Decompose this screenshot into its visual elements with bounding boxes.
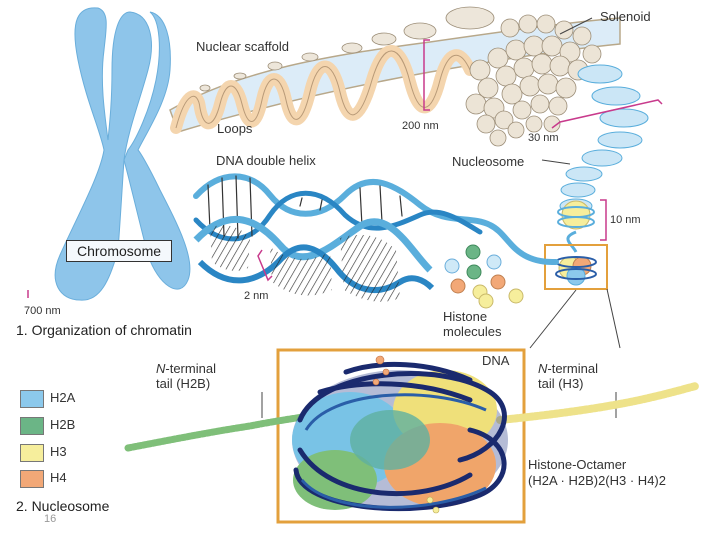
label-chromosome: Chromosome — [66, 240, 172, 262]
label-30nm: 30 nm — [528, 132, 559, 144]
legend-label-h4: H4 — [50, 470, 67, 485]
scale-brackets — [27, 39, 663, 298]
h3-tail — [496, 382, 700, 424]
solenoid-beads — [465, 14, 602, 147]
section1-title: 1. Organization of chromatin — [16, 322, 192, 338]
legend-swatch-h3 — [20, 444, 44, 462]
label-histone-molecules-2: molecules — [443, 324, 502, 339]
dna-helix-zoom — [193, 216, 435, 302]
legend-label-h2b: H2B — [50, 417, 76, 432]
histone-molecules — [444, 244, 524, 309]
nucleosome-core — [292, 355, 508, 514]
legend-item-h3: H3 — [20, 444, 140, 464]
legend-label-h2a: H2A — [50, 390, 76, 405]
legend-swatch-h4 — [20, 470, 44, 488]
label-loops: Loops — [217, 121, 253, 136]
n-terminal-h3-rest: -terminal — [547, 361, 598, 376]
ten-nm-fiber — [557, 200, 595, 253]
scaffold-beads — [199, 6, 495, 92]
label-n-terminal-h2b-1: N-terminal — [156, 361, 216, 376]
label-200nm: 200 nm — [402, 120, 439, 132]
label-nucleosome-upper: Nucleosome — [452, 154, 525, 169]
nucleosome-small — [555, 256, 597, 286]
n-terminal-h2b-rest: -terminal — [165, 361, 216, 376]
label-10nm: 10 nm — [610, 214, 641, 226]
legend-swatch-h2a — [20, 390, 44, 408]
label-nuclear-scaffold: Nuclear scaffold — [196, 39, 289, 54]
label-dna-double-helix: DNA double helix — [216, 153, 316, 168]
chromosome-shape — [54, 7, 191, 301]
label-n-terminal-h2b-2: tail (H2B) — [156, 376, 211, 391]
legend-label-h3: H3 — [50, 444, 67, 459]
page-number: 16 — [44, 513, 57, 525]
legend-swatch-h2b — [20, 417, 44, 435]
label-n-terminal-h3-1: N-terminal — [538, 361, 598, 376]
legend-item-h2b: H2B — [20, 417, 140, 437]
n-italic-h2b: N — [156, 361, 166, 376]
section2-title: 2. Nucleosome — [16, 498, 110, 514]
legend-item-h4: H4 — [20, 470, 140, 490]
label-histone-octamer-2: (H2A · H2B)2(H3 · H4)2 — [528, 473, 666, 488]
chromatin-loops-outline — [175, 50, 471, 129]
legend-item-h2a: H2A — [20, 390, 140, 410]
label-dna: DNA — [482, 353, 510, 368]
label-700nm: 700 nm — [24, 305, 61, 317]
label-histone-octamer-1: Histone-Octamer — [528, 457, 627, 472]
nucleosome-highlight-box — [544, 244, 608, 290]
label-solenoid: Solenoid — [600, 9, 651, 24]
n-italic-h3: N — [538, 361, 548, 376]
h2b-tail — [124, 410, 322, 452]
label-histone-molecules-1: Histone — [443, 309, 488, 324]
label-n-terminal-h3-2: tail (H3) — [538, 376, 584, 391]
label-2nm: 2 nm — [244, 290, 269, 302]
